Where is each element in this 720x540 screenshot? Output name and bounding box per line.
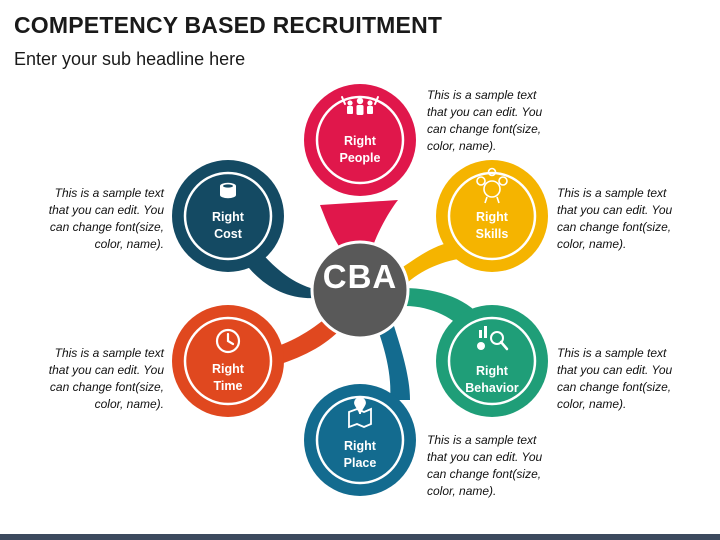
desc-line: This is a sample text <box>54 346 164 360</box>
page-subtitle: Enter your sub headline here <box>14 49 246 69</box>
time-line1: Right <box>212 362 244 376</box>
people-line2: People <box>339 151 381 165</box>
petal-label-people: Right People <box>308 133 412 167</box>
desc-line: that you can edit. You <box>557 363 673 377</box>
desc-line: This is a sample text <box>557 186 667 200</box>
petal-cost <box>172 160 284 272</box>
petal-place <box>304 384 416 496</box>
behavior-line2: Behavior <box>465 381 519 395</box>
petal-time <box>172 305 284 417</box>
desc-line: can change font(size, <box>557 220 672 234</box>
desc-line: can change font(size, <box>49 220 164 234</box>
cost-line1: Right <box>212 210 244 224</box>
desc-line: This is a sample text <box>427 433 537 447</box>
desc-cost: This is a sample text that you can edit.… <box>14 185 164 253</box>
desc-line: that you can edit. You <box>427 105 543 119</box>
petal-people <box>304 84 416 196</box>
petal-label-skills: Right Skills <box>440 209 544 243</box>
coins-icon <box>220 182 236 199</box>
footer-bar <box>0 534 720 540</box>
desc-time: This is a sample text that you can edit.… <box>14 345 164 413</box>
desc-line: that you can edit. You <box>557 203 673 217</box>
place-connector <box>378 326 410 400</box>
people-line1: Right <box>344 134 376 148</box>
skills-line1: Right <box>476 210 508 224</box>
cost-line2: Cost <box>214 227 242 241</box>
people-group-icon <box>341 96 379 115</box>
desc-line: color, name). <box>557 397 627 411</box>
desc-line: that you can edit. You <box>48 203 164 217</box>
behavior-line1: Right <box>476 364 508 378</box>
desc-line: color, name). <box>427 139 497 153</box>
petal-label-place: Right Place <box>308 438 412 472</box>
petal-skills <box>436 160 548 272</box>
time-line2: Time <box>213 379 243 393</box>
place-line2: Place <box>343 456 377 470</box>
desc-people: This is a sample text that you can edit.… <box>427 87 577 155</box>
desc-line: This is a sample text <box>557 346 667 360</box>
petal-label-time: Right Time <box>176 361 280 395</box>
center-label: CBA <box>322 258 398 295</box>
desc-line: color, name). <box>557 237 627 251</box>
desc-place: This is a sample text that you can edit.… <box>427 432 577 500</box>
desc-line: that you can edit. You <box>48 363 164 377</box>
petal-label-behavior: Right Behavior <box>440 363 544 397</box>
center-hub <box>310 240 410 340</box>
desc-line: can change font(size, <box>427 467 542 481</box>
desc-line: color, name). <box>94 397 164 411</box>
desc-line: This is a sample text <box>54 186 164 200</box>
place-line1: Right <box>344 439 376 453</box>
desc-line: color, name). <box>427 484 497 498</box>
desc-line: can change font(size, <box>557 380 672 394</box>
desc-behavior: This is a sample text that you can edit.… <box>557 345 707 413</box>
skills-network-icon <box>476 167 508 204</box>
analytics-magnifier-icon <box>477 326 509 351</box>
map-pin-icon <box>348 397 372 429</box>
time-connector <box>265 318 340 368</box>
desc-line: This is a sample text <box>427 88 537 102</box>
petal-behavior <box>436 305 548 417</box>
page-title: COMPETENCY BASED RECRUITMENT <box>14 12 443 38</box>
skills-connector <box>395 240 465 285</box>
desc-line: that you can edit. You <box>427 450 543 464</box>
desc-line: can change font(size, <box>49 380 164 394</box>
desc-line: color, name). <box>94 237 164 251</box>
desc-line: can change font(size, <box>427 122 542 136</box>
clock-icon <box>215 328 241 354</box>
desc-skills: This is a sample text that you can edit.… <box>557 185 707 253</box>
skills-line2: Skills <box>475 227 509 241</box>
petal-label-cost: Right Cost <box>176 209 280 243</box>
